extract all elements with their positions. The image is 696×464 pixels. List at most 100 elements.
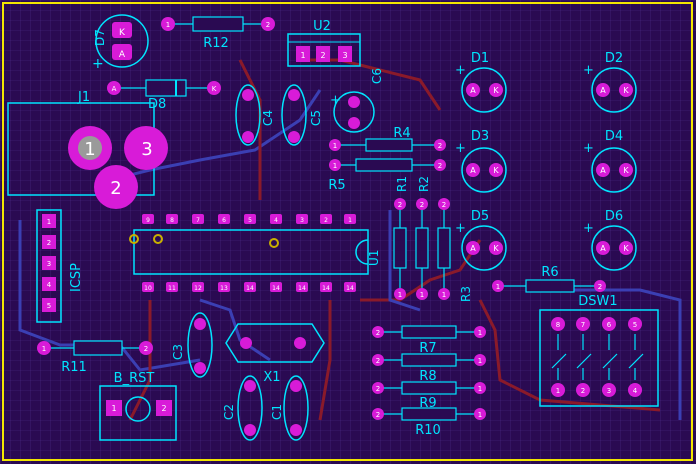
d4-label: D4 <box>605 129 623 144</box>
r11-label: R11 <box>61 360 87 375</box>
r8-label: R8 <box>419 369 436 384</box>
d3-pad-k: K <box>493 166 499 175</box>
r10-label: R10 <box>415 423 441 438</box>
r6-pad-1: 1 <box>496 283 500 291</box>
dsw1-pad-5: 5 <box>633 321 637 329</box>
u1-pin-bottom-3: 12 <box>194 285 202 292</box>
r6-resistor: R6 1 2 <box>492 265 606 293</box>
x1-crystal: X1 <box>225 323 325 385</box>
b-rst-pad-2: 2 <box>161 404 166 413</box>
r5-pad-2: 2 <box>438 162 442 170</box>
icsp-pad-3: 3 <box>47 260 51 268</box>
r8-resistor: 2 1 R8 <box>372 353 486 384</box>
d1-pad-k: K <box>493 86 499 95</box>
c1-label: C1 <box>270 404 284 420</box>
c6-plus-sign: + <box>330 93 341 108</box>
d7-led: K A + D7 <box>92 14 149 72</box>
r5-resistor: 1 2 R5 <box>328 158 446 193</box>
r1-pad-2: 2 <box>398 201 402 209</box>
r9-pad-2: 2 <box>376 385 380 393</box>
r6-label: R6 <box>541 265 558 280</box>
dsw1-pad-1: 1 <box>556 387 560 395</box>
u1-pin-bottom-7: 14 <box>298 285 306 292</box>
d6-label: D6 <box>605 209 623 224</box>
r3-pad-1: 1 <box>442 291 446 299</box>
u1-pin-top-1: 9 <box>146 217 150 224</box>
dsw1-pad-6: 6 <box>607 321 612 329</box>
dsw1-pad-4: 4 <box>633 387 638 395</box>
d4-led: D4 + A K <box>583 129 637 193</box>
r5-pad-1: 1 <box>333 162 337 170</box>
d8-label: D8 <box>148 97 166 112</box>
d7-plus-sign: + <box>92 56 104 72</box>
u1-pin-bottom-6: 14 <box>272 285 280 292</box>
d3-pad-a: A <box>470 166 476 175</box>
u1-pin-bottom-5: 14 <box>246 285 254 292</box>
c5-capacitor: C5 <box>281 84 323 146</box>
d3-led: D3 + A K <box>455 129 507 193</box>
d7-pad-a-label: A <box>119 50 126 60</box>
d8-pad-a: A <box>112 85 117 93</box>
u1-pin-bottom-8: 14 <box>322 285 330 292</box>
u1-pin-top-3: 7 <box>196 217 200 224</box>
b-rst-pad-1: 1 <box>111 404 116 413</box>
r9-resistor: 2 1 R9 <box>372 381 486 411</box>
icsp-pad-2: 2 <box>47 239 51 247</box>
d1-led: D1 + A K <box>455 51 507 113</box>
d3-plus-sign: + <box>455 141 466 156</box>
r3-label: R3 <box>459 286 473 302</box>
dsw1-pad-7: 7 <box>581 321 585 329</box>
c1-capacitor: C1 <box>270 375 309 441</box>
r4-label: R4 <box>393 126 410 141</box>
r12-pad-2: 2 <box>266 21 270 29</box>
icsp-pad-5: 5 <box>47 302 51 310</box>
u1-pin-bottom-4: 13 <box>220 285 228 292</box>
u1-pin-bottom-9: 14 <box>346 285 354 292</box>
d8-pad-k: K <box>212 85 217 93</box>
traces <box>18 58 682 421</box>
u2-label: U2 <box>313 19 331 34</box>
d4-pad-k: K <box>623 166 629 175</box>
c2-capacitor: C2 <box>222 375 263 441</box>
j1-pad-2: 2 <box>110 178 121 199</box>
u1-pin-top-7: 3 <box>300 217 304 224</box>
d8-diode: A K D8 <box>107 79 221 112</box>
r11-resistor: 1 2 R11 <box>37 340 153 375</box>
r1-pad-1: 1 <box>398 291 402 299</box>
dsw1-pad-8: 8 <box>556 321 560 329</box>
c3-capacitor: C3 <box>171 312 213 378</box>
r1-label: R1 <box>395 176 409 192</box>
d5-plus-sign: + <box>455 221 466 236</box>
u2-pad-3: 3 <box>342 51 347 60</box>
r8-pad-2: 2 <box>376 357 380 365</box>
r4-pad-1: 1 <box>333 142 337 150</box>
d2-label: D2 <box>605 51 623 66</box>
d1-pad-a: A <box>470 86 476 95</box>
d6-plus-sign: + <box>583 221 594 236</box>
icsp-pad-1: 1 <box>47 218 51 226</box>
r7-pad-1: 1 <box>478 329 482 337</box>
d7-pad-k <box>112 22 132 38</box>
r11-pad-2: 2 <box>144 345 148 353</box>
u1-pin-bottom-1: 10 <box>144 285 152 292</box>
d6-pad-k: K <box>623 244 629 253</box>
r7-label: R7 <box>419 341 436 356</box>
d2-pad-k: K <box>623 86 629 95</box>
icsp-pad-4: 4 <box>47 281 52 289</box>
u1-pin-top-5: 5 <box>248 217 252 224</box>
u1-pin-top-9: 1 <box>348 217 352 224</box>
d5-label: D5 <box>471 209 489 224</box>
j1-power-jack: J1 1 3 2 <box>7 90 168 209</box>
d5-led: D5 + A K <box>455 209 507 271</box>
r5-label: R5 <box>328 178 345 193</box>
d5-pad-k: K <box>493 244 499 253</box>
r2-pad-1: 1 <box>420 291 424 299</box>
d2-plus-sign: + <box>583 63 594 78</box>
u1-pin-bottom-2: 11 <box>168 285 176 292</box>
d2-pad-a: A <box>600 86 606 95</box>
r2-label: R2 <box>417 176 431 192</box>
u1-pin-top-6: 4 <box>274 217 278 224</box>
u1-ic: U1 9 8 7 6 5 4 3 2 1 10 11 1 <box>129 214 381 292</box>
r1-resistor: R1 2 1 <box>393 176 409 300</box>
